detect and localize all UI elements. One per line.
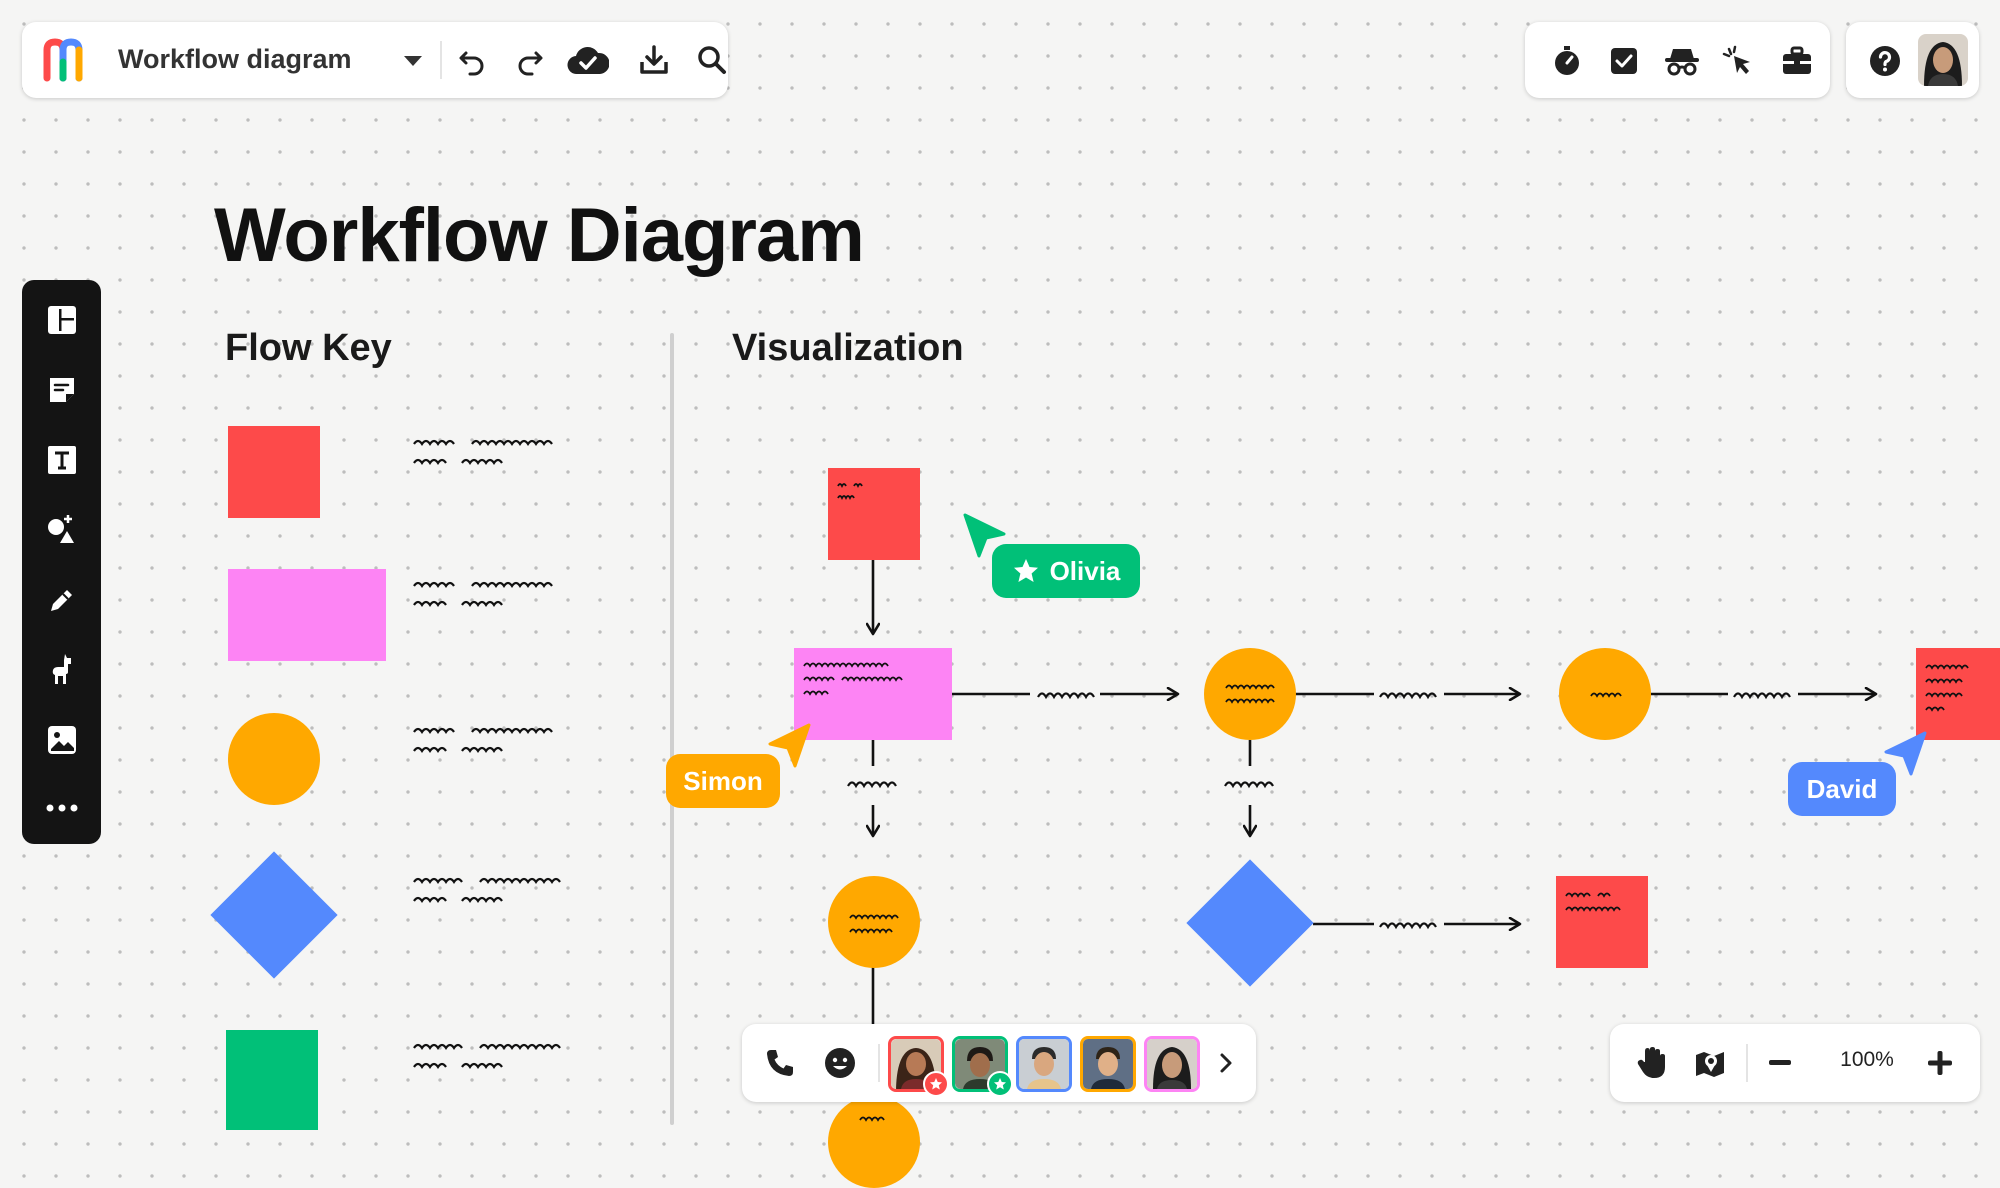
user-avatar[interactable]: [1918, 34, 1968, 86]
node-red-end[interactable]: [1916, 648, 2000, 740]
plus-icon[interactable]: [1920, 1044, 1960, 1082]
zoom-toolbar: 100%: [1610, 1024, 1980, 1102]
key-red-description: [413, 439, 553, 465]
phone-icon[interactable]: [760, 1044, 800, 1082]
key-red-square[interactable]: [228, 426, 320, 518]
chevron-right-icon[interactable]: [1210, 1046, 1242, 1080]
call-divider: [878, 1044, 880, 1082]
incognito-icon[interactable]: [1660, 42, 1704, 80]
logo-icon[interactable]: [40, 36, 92, 84]
olivia-cursor-tag: Olivia: [992, 544, 1140, 598]
participant-avatar-3[interactable]: [1016, 1036, 1072, 1092]
redo-icon[interactable]: [508, 42, 552, 80]
download-icon[interactable]: [632, 40, 676, 80]
simon-cursor-tag: Simon: [666, 754, 780, 808]
emoji-icon[interactable]: [820, 1044, 860, 1082]
visualization-heading: Visualization: [732, 327, 964, 369]
key-blue-description: [413, 877, 561, 903]
node-red-start[interactable]: [828, 468, 920, 560]
node-orange-circle-3[interactable]: [828, 876, 920, 968]
key-pink-rectangle[interactable]: [228, 569, 386, 661]
timer-icon[interactable]: [1547, 42, 1587, 80]
sticky-note-icon[interactable]: [40, 370, 84, 410]
participant-avatar-5[interactable]: [1144, 1036, 1200, 1092]
left-sidebar: [22, 280, 101, 844]
david-name: David: [1806, 773, 1878, 804]
simon-name: Simon: [683, 765, 763, 796]
column-divider: [670, 333, 674, 1125]
cursor-click-icon[interactable]: [1718, 42, 1758, 80]
key-pink-description: [413, 581, 553, 607]
participant-avatar-4[interactable]: [1080, 1036, 1136, 1092]
participant-avatar-1[interactable]: [888, 1036, 949, 1097]
shapes-icon[interactable]: [40, 510, 84, 550]
node-pink-process[interactable]: [794, 648, 952, 740]
call-toolbar: [742, 1024, 1256, 1102]
help-icon[interactable]: [1866, 42, 1904, 80]
board-title: Workflow Diagram: [214, 193, 865, 278]
toolbar-divider: [440, 41, 442, 79]
search-icon[interactable]: [690, 40, 734, 80]
star-badge-icon: [987, 1071, 1013, 1097]
minus-icon[interactable]: [1760, 1044, 1800, 1082]
cloud-saved-icon[interactable]: [564, 40, 612, 80]
board-name[interactable]: Workflow diagram: [118, 44, 352, 74]
flow-connectors: [847, 560, 2000, 1030]
map-icon[interactable]: [1690, 1044, 1730, 1082]
llama-icon[interactable]: [40, 648, 84, 690]
key-green-description: [413, 1043, 561, 1069]
hand-icon[interactable]: [1632, 1044, 1672, 1082]
key-green-square[interactable]: [226, 1030, 318, 1130]
chevron-down-icon[interactable]: [398, 48, 428, 74]
olivia-cursor-icon: [963, 513, 1006, 558]
collaboration-toolbar: [1525, 22, 1830, 98]
simon-cursor-icon: [768, 723, 811, 768]
zoom-level[interactable]: 100%: [1840, 1048, 1894, 1071]
more-icon[interactable]: [40, 788, 84, 828]
node-orange-circle-2[interactable]: [1559, 648, 1651, 740]
top-toolbar: Workflow diagram: [22, 22, 728, 98]
node-orange-partial[interactable]: [828, 1096, 920, 1188]
pen-icon[interactable]: [40, 580, 84, 620]
text-icon[interactable]: [40, 440, 84, 480]
account-toolbar: [1846, 22, 1979, 98]
node-red-result[interactable]: [1556, 876, 1648, 968]
key-orange-description: [413, 727, 553, 753]
david-cursor-icon: [1884, 731, 1927, 776]
image-icon[interactable]: [40, 720, 84, 760]
toolbox-icon[interactable]: [1775, 42, 1819, 80]
participant-avatar-2[interactable]: [952, 1036, 1013, 1097]
host-badge-icon: [923, 1071, 949, 1097]
key-orange-circle[interactable]: [228, 713, 320, 805]
node-orange-circle-1[interactable]: [1204, 648, 1296, 740]
flow-key-heading: Flow Key: [225, 327, 392, 369]
checkbox-icon[interactable]: [1604, 42, 1644, 80]
star-icon: [1013, 559, 1038, 582]
undo-icon[interactable]: [450, 42, 494, 80]
zoom-divider: [1746, 1044, 1748, 1082]
david-cursor-tag: David: [1788, 762, 1896, 816]
templates-icon[interactable]: [40, 300, 84, 340]
olivia-name: Olivia: [1049, 555, 1121, 586]
